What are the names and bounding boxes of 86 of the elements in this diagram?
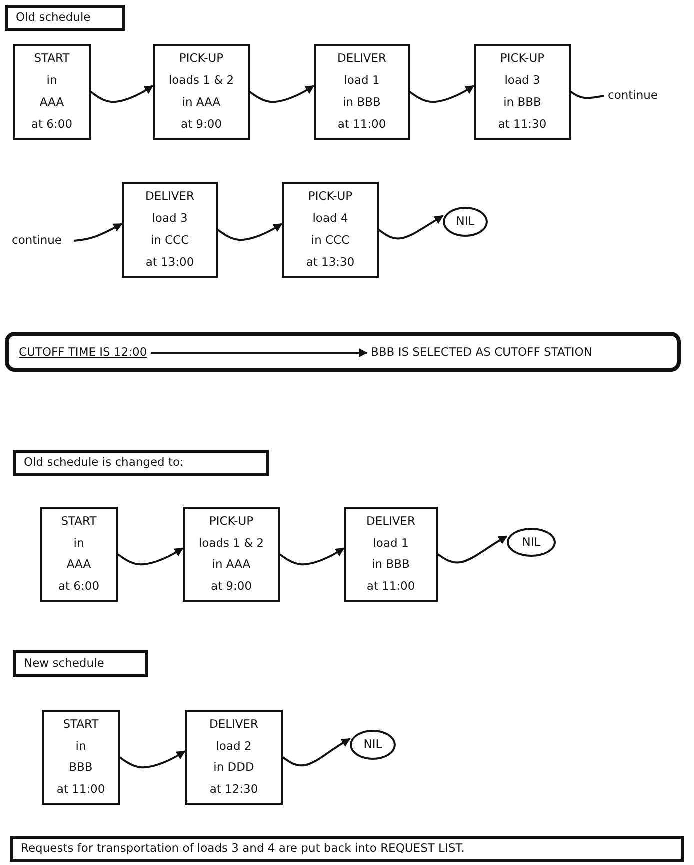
step-text: PICK-UP <box>500 52 545 66</box>
terminal-ellipse <box>507 528 556 557</box>
terminal-text: NIL <box>522 536 541 550</box>
step-text: load 3 <box>152 212 188 226</box>
label-text: BBB IS SELECTED AS CUTOFF STATION <box>371 344 671 362</box>
step-text: PICK-UP <box>209 514 254 529</box>
process-box <box>185 710 283 805</box>
step-text: loads 1 & 2 <box>168 74 234 88</box>
process-box <box>474 44 571 140</box>
step-text: DELIVER <box>366 514 416 529</box>
step-text: START <box>63 718 99 732</box>
heading-text: Requests for transportation of loads 3 and 4 are put back into REQUEST LIST. <box>21 842 465 856</box>
heading-text: New schedule <box>24 656 104 670</box>
arrow <box>378 215 444 240</box>
step-text: at 6:00 <box>58 580 100 594</box>
arrow <box>117 548 184 566</box>
step-text: DELIVER <box>145 190 195 204</box>
step-text: at 11:00 <box>366 580 416 594</box>
step-text: DELIVER <box>209 718 259 732</box>
process-box <box>344 507 438 602</box>
step-text: load 4 <box>312 212 348 226</box>
step-text: at 13:30 <box>306 256 355 270</box>
step-text: AAA <box>66 558 92 572</box>
heading-box <box>13 650 148 677</box>
arrow <box>151 348 368 358</box>
process-box <box>282 182 379 278</box>
heading-box <box>13 450 269 476</box>
arrow <box>282 738 351 767</box>
heading-text: Old schedule <box>16 11 91 25</box>
process-box <box>153 44 250 140</box>
step-text: at 9:00 <box>180 118 222 132</box>
step-text: in BBB <box>372 558 410 572</box>
arrow <box>74 223 123 242</box>
process-box <box>314 44 410 140</box>
step-text: in CCC <box>150 234 190 248</box>
step-text: at 11:30 <box>498 118 547 132</box>
step-text: START <box>34 52 70 66</box>
step-text: at 9:00 <box>210 580 252 594</box>
step-text: load 1 <box>344 74 380 88</box>
step-text: in CCC <box>311 234 350 248</box>
step-text: in <box>76 740 86 754</box>
heading-text: Old schedule is changed to: <box>24 456 184 470</box>
step-text: in <box>74 536 84 551</box>
process-box <box>122 182 218 278</box>
step-text: load 2 <box>216 740 252 754</box>
label-text: continue <box>12 231 74 251</box>
terminal-ellipse <box>350 730 396 760</box>
step-text: DELIVER <box>337 52 387 66</box>
arrow <box>119 750 186 769</box>
process-box <box>183 507 280 602</box>
process-box <box>42 710 120 805</box>
heading-box <box>10 836 684 862</box>
step-text: START <box>61 514 97 529</box>
process-box <box>13 44 91 140</box>
step-text: PICK-UP <box>179 52 224 66</box>
arrow <box>217 223 283 242</box>
process-box <box>40 507 118 602</box>
step-text: loads 1 & 2 <box>198 536 264 551</box>
step-text: BBB <box>69 761 93 776</box>
arrow <box>409 85 475 104</box>
heading-box <box>5 5 125 31</box>
step-text: at 11:00 <box>338 118 386 132</box>
status-bar <box>5 332 681 372</box>
label-text: CUTOFF TIME IS 12:00 <box>19 344 151 362</box>
terminal-ellipse <box>443 207 488 237</box>
step-text: in BBB <box>504 96 542 110</box>
arrow <box>249 85 315 104</box>
step-text: load 1 <box>373 536 409 551</box>
step-text: PICK-UP <box>308 190 353 204</box>
arrow <box>279 548 345 566</box>
step-text: in BBB <box>343 96 381 110</box>
arrow <box>437 536 508 564</box>
step-text: in AAA <box>212 558 251 572</box>
step-text: load 3 <box>504 74 540 88</box>
terminal-text: NIL <box>364 738 382 752</box>
step-text: at 6:00 <box>31 118 73 132</box>
step-text: at 13:00 <box>146 256 194 270</box>
step-text: in DDD <box>214 761 254 776</box>
step-text: in <box>46 74 58 88</box>
step-text: at 12:30 <box>210 783 258 798</box>
arrow <box>90 85 154 104</box>
step-text: AAA <box>40 96 64 110</box>
label-text: continue <box>608 86 678 106</box>
step-text: in AAA <box>182 96 221 110</box>
step-text: at 11:00 <box>56 783 106 798</box>
terminal-text: NIL <box>456 215 475 229</box>
